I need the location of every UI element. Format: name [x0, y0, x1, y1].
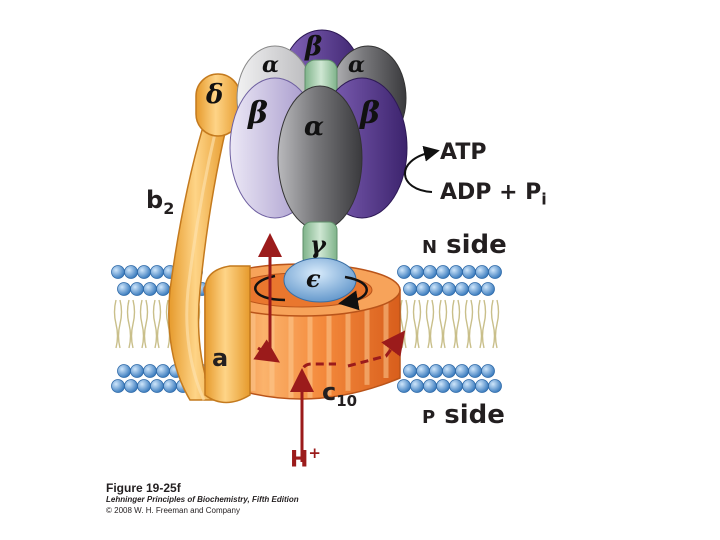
lipid-head	[410, 265, 424, 279]
book-title: Lehninger Principles of Biochemistry, Fi…	[106, 495, 299, 504]
lipid-head	[436, 379, 450, 393]
lipid-tail	[455, 299, 461, 349]
lipid-head	[475, 265, 489, 279]
lipid-tail	[139, 299, 145, 349]
lipid-tail	[412, 299, 418, 349]
beta-back-label: β	[305, 32, 323, 62]
f1-head	[229, 29, 408, 231]
lipid-tail	[425, 299, 431, 349]
proton-path-arrows	[253, 233, 406, 462]
lipid-tail	[165, 299, 171, 349]
lipid-head	[150, 265, 164, 279]
lipid-tail	[130, 299, 136, 349]
lipid-head	[468, 282, 482, 296]
lipid-tail	[477, 299, 483, 349]
lipid-head	[449, 379, 463, 393]
epsilon-label: ϵ	[306, 264, 321, 293]
copyright: © 2008 W. H. Freeman and Company	[106, 506, 240, 515]
lipid-head	[416, 282, 430, 296]
beta-front-right-label: β	[360, 96, 380, 131]
lipid-head	[481, 282, 495, 296]
lipid-head	[143, 282, 157, 296]
adp-pi-label: ADP + Pi	[440, 180, 547, 209]
lipid-head	[481, 364, 495, 378]
lipid-head	[403, 364, 417, 378]
lipid-tail	[481, 299, 487, 349]
a-subunit-label: a	[212, 344, 229, 372]
lipid-head	[429, 282, 443, 296]
lipid-head	[124, 379, 138, 393]
lipid-head	[423, 379, 437, 393]
lipid-head	[462, 265, 476, 279]
lipid-head	[137, 265, 151, 279]
lipid-tail	[451, 299, 457, 349]
alpha-back-right-label: α	[348, 52, 365, 78]
beta-front-left-label: β	[248, 96, 268, 131]
lipid-head	[163, 379, 177, 393]
lipid-head	[475, 379, 489, 393]
delta-label: δ	[206, 80, 224, 110]
lipid-head	[488, 265, 502, 279]
lipid-tail	[403, 299, 409, 349]
lipid-head	[156, 282, 170, 296]
lipid-tail	[126, 299, 132, 349]
lipid-head	[449, 265, 463, 279]
lipid-tail	[494, 299, 500, 349]
lipid-tail	[156, 299, 162, 349]
lipid-head	[150, 379, 164, 393]
lipid-head	[111, 265, 125, 279]
gamma-label: γ	[310, 230, 326, 259]
lipid-head	[410, 379, 424, 393]
lipid-tail	[152, 299, 158, 349]
lipid-head	[397, 379, 411, 393]
a-subunit	[204, 265, 251, 404]
lipid-head	[111, 379, 125, 393]
lipid-tail	[490, 299, 496, 349]
alpha-back-left-label: α	[262, 52, 279, 78]
lipid-tail	[442, 299, 448, 349]
lipid-head	[137, 379, 151, 393]
alpha-front-subunit	[277, 85, 363, 231]
lipid-tail	[438, 299, 444, 349]
lipid-tail	[113, 299, 119, 349]
lipid-head	[468, 364, 482, 378]
lipid-head	[156, 364, 170, 378]
lipid-tail	[429, 299, 435, 349]
proton-label: H+	[290, 444, 321, 473]
lipid-head	[397, 265, 411, 279]
alpha-front-label: α	[304, 112, 325, 142]
lipid-head	[416, 364, 430, 378]
lipid-head	[442, 282, 456, 296]
lipid-head	[130, 282, 144, 296]
p-side-label: P side	[422, 400, 505, 430]
lipid-tail	[143, 299, 149, 349]
ring-rotation-arrow	[254, 274, 368, 302]
lipid-head	[130, 364, 144, 378]
lipid-head	[143, 364, 157, 378]
c10-label: c10	[322, 378, 358, 410]
lipid-tail	[468, 299, 474, 349]
b2-label: b2	[146, 186, 175, 218]
lipid-head	[455, 282, 469, 296]
lipid-head	[442, 364, 456, 378]
atp-label: ATP	[440, 140, 487, 165]
lipid-head	[117, 364, 131, 378]
lipid-head	[488, 379, 502, 393]
lipid-head	[403, 282, 417, 296]
lipid-head	[455, 364, 469, 378]
lipid-head	[423, 265, 437, 279]
lipid-tail	[464, 299, 470, 349]
lipid-head	[436, 265, 450, 279]
n-side-label: N side	[422, 230, 507, 260]
atp-synthesis-arrow	[404, 145, 440, 193]
lipid-head	[117, 282, 131, 296]
lipid-head	[429, 364, 443, 378]
lipid-tail	[117, 299, 123, 349]
lipid-tail	[416, 299, 422, 349]
lipid-head	[462, 379, 476, 393]
lipid-tail	[399, 299, 405, 349]
figure-number: Figure 19-25f	[106, 481, 181, 495]
lipid-head	[124, 265, 138, 279]
